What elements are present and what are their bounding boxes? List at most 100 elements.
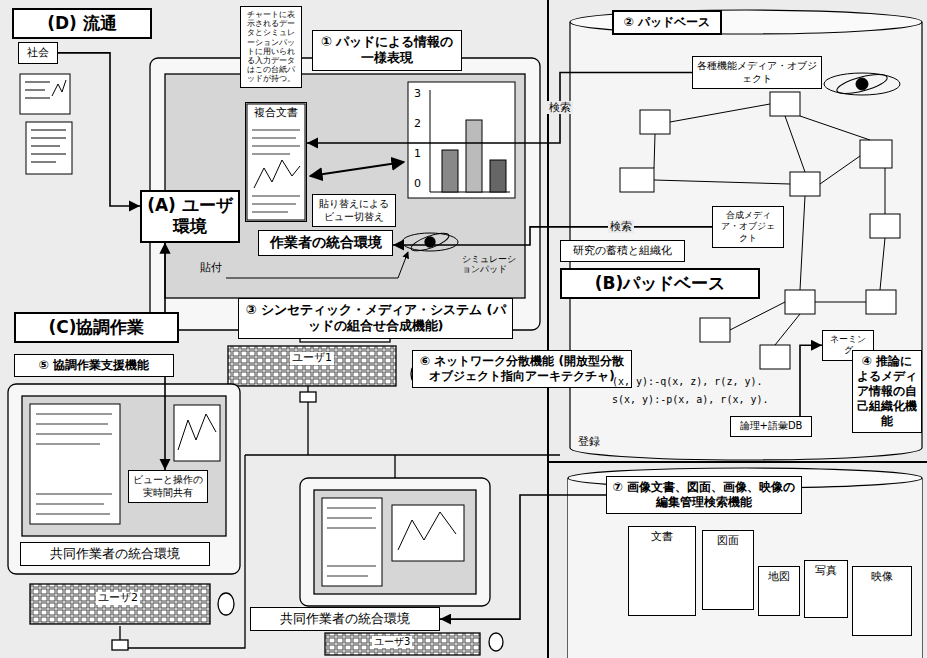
box-text: ① パッドによる情報の一様表現 bbox=[317, 34, 457, 67]
document-icon bbox=[20, 74, 70, 114]
text-box: (D) 流通 bbox=[12, 8, 152, 39]
view-swap-arrow bbox=[310, 162, 404, 176]
orbit-ring bbox=[835, 71, 889, 98]
box-text: 各種機能メディア・オブジェクト bbox=[697, 60, 817, 85]
keyboard bbox=[30, 584, 210, 624]
society-documents bbox=[20, 74, 72, 174]
user-label: ユーザ1 bbox=[290, 352, 334, 365]
text-box: 文書 bbox=[628, 526, 696, 616]
network-node bbox=[112, 640, 128, 650]
paste-leader bbox=[226, 252, 408, 278]
box-text: ⑦ 画像文書、図面、画像、映像の編集管理検索機能 bbox=[611, 480, 797, 510]
pad-object bbox=[870, 214, 900, 238]
text-box: 貼り替えによるビュー切替え bbox=[312, 194, 396, 227]
document-lines bbox=[25, 80, 66, 98]
mouse bbox=[489, 633, 503, 651]
text-box: ② パッドベース bbox=[612, 10, 722, 35]
document-page bbox=[30, 404, 120, 524]
orbit-core bbox=[856, 78, 868, 90]
chart-axis bbox=[430, 90, 510, 192]
text-box: 合成メディア・オブジェクト bbox=[712, 206, 784, 248]
line-chart bbox=[178, 414, 216, 450]
text-box: チャートに表示されるデータとシミュレーションパットに用いられる入力データはこの台… bbox=[240, 6, 302, 88]
text-box: ⑦ 画像文書、図面、画像、映像の編集管理検索機能 bbox=[606, 476, 802, 514]
box-text: (C)協調作業 bbox=[20, 317, 173, 338]
box-text: (D) 流通 bbox=[18, 13, 146, 34]
box-text: ② パッドベース bbox=[618, 15, 716, 30]
document-page bbox=[322, 498, 382, 586]
document-lines bbox=[327, 508, 376, 576]
box-text: 作業者の統合環境 bbox=[263, 234, 388, 252]
box-text: 映像 bbox=[857, 570, 907, 584]
pad-link bbox=[654, 104, 885, 345]
axis-number: 1 bbox=[414, 148, 421, 161]
connector-arrow bbox=[307, 73, 692, 144]
text-box: 研究の蓄積と組織化 bbox=[560, 240, 685, 262]
pad-object bbox=[785, 290, 815, 314]
panel-divider bbox=[548, 461, 927, 463]
document-lines bbox=[31, 130, 66, 162]
box-text: ビューと操作の実時間共有 bbox=[133, 474, 203, 499]
note-label: シミュレーションパッド bbox=[462, 254, 524, 275]
box-text: 写真 bbox=[809, 564, 843, 578]
mouse bbox=[218, 593, 234, 615]
document-lines bbox=[36, 414, 112, 514]
box-text: 地図 bbox=[763, 570, 795, 584]
monitor-bezel bbox=[8, 384, 240, 574]
pad-object bbox=[866, 290, 896, 314]
network-node bbox=[300, 392, 316, 402]
monitor-screen bbox=[22, 396, 226, 536]
pad-object bbox=[620, 168, 654, 192]
text-box: (A) ユーザ環境 bbox=[140, 190, 240, 243]
text-box: 複合文書 bbox=[245, 102, 307, 222]
box-text: 貼り替えによるビュー切替え bbox=[317, 198, 391, 223]
text-box: ⑤ 協調作業支援機能 bbox=[14, 354, 174, 377]
text-box: 地図 bbox=[758, 566, 800, 616]
box-text: ③ シンセティック・メディア・システム (パッドの組合せ合成機能) bbox=[243, 302, 508, 335]
box-text: ⑤ 協調作業支援機能 bbox=[19, 358, 169, 373]
text-box: 共同作業者の統合環境 bbox=[20, 542, 210, 566]
connector-arrow bbox=[164, 243, 166, 313]
text-box: 作業者の統合環境 bbox=[258, 230, 393, 256]
keyboard bbox=[228, 346, 396, 386]
box-text: 社会 bbox=[23, 46, 53, 60]
logic-rule: s(x, y):-p(x, a), r(x, y). bbox=[612, 394, 769, 406]
keyboard bbox=[325, 633, 480, 655]
note-label: 貼付 bbox=[200, 262, 222, 275]
connector-arrow bbox=[440, 495, 606, 619]
axis-number: 2 bbox=[414, 118, 421, 131]
chart-bar bbox=[442, 150, 458, 192]
bar-chart bbox=[408, 82, 515, 198]
box-text: 合成メディア・オブジェクト bbox=[717, 210, 779, 244]
box-text: 共同作業者の統合環境 bbox=[255, 611, 435, 627]
text-box: 映像 bbox=[852, 566, 912, 636]
mini-chart bbox=[174, 405, 220, 461]
text-box: (B)パッドベース bbox=[560, 268, 760, 299]
connector-arrow bbox=[800, 345, 822, 416]
monitor-screen bbox=[165, 74, 525, 298]
pad-object bbox=[770, 92, 800, 116]
document-icon bbox=[26, 122, 72, 174]
monitor-bezel bbox=[300, 478, 490, 606]
panel-divider bbox=[547, 0, 549, 658]
orbit-ring bbox=[409, 230, 451, 255]
padbase-cylinder-top bbox=[570, 10, 922, 34]
box-text: ⑥ ネットワーク分散機能 (開放型分散オブジェクト指向アーキテクチャ) bbox=[417, 354, 627, 384]
svg-part bbox=[568, 10, 922, 658]
chart-bar bbox=[466, 120, 482, 192]
line-chart bbox=[398, 512, 456, 550]
user-label: ユーザ3 bbox=[372, 636, 412, 648]
axis-number: 0 bbox=[414, 178, 421, 191]
box-text: 複合文書 bbox=[250, 106, 302, 120]
box-text: 共同作業者の統合環境 bbox=[25, 546, 205, 562]
orbit-symbol bbox=[824, 71, 900, 98]
edge-label: 検索 bbox=[608, 220, 634, 233]
user2-workstation bbox=[8, 384, 240, 624]
line-chart bbox=[254, 160, 300, 188]
network-wire bbox=[120, 386, 560, 648]
pad-object bbox=[640, 110, 670, 134]
chart-bar bbox=[490, 160, 506, 192]
pad-object bbox=[700, 318, 730, 342]
box-text: (A) ユーザ環境 bbox=[146, 195, 234, 238]
